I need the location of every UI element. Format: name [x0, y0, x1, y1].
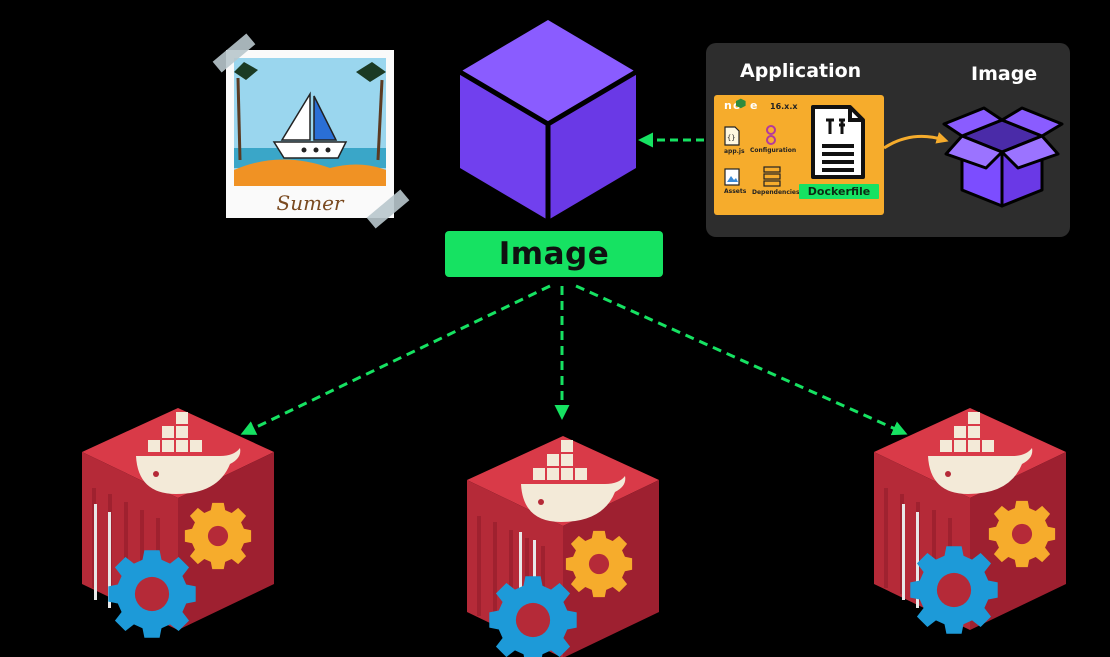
dockerfile-label: Dockerfile	[799, 184, 879, 199]
gear-icon	[489, 576, 577, 657]
build-arrow	[883, 132, 949, 150]
dependencies-icon	[763, 166, 781, 187]
assets-label: Assets	[724, 188, 747, 195]
gear-icon	[184, 502, 252, 570]
whale-icon	[136, 412, 241, 494]
configuration-label: Configuration	[750, 147, 797, 154]
config-icon	[766, 125, 776, 145]
image-node-label: Image	[445, 231, 663, 277]
gear-icon	[565, 530, 633, 598]
document-icon	[811, 105, 865, 179]
app-js-label: app.js	[724, 148, 745, 155]
whale-icon	[928, 412, 1033, 494]
whale-icon	[521, 440, 626, 522]
node-version: 16.x.x	[770, 102, 798, 111]
gear-icon	[988, 500, 1056, 568]
application-title: Application	[740, 60, 862, 82]
assets-icon	[724, 168, 740, 186]
docker-container-icon	[467, 436, 659, 657]
image-title: Image	[971, 63, 1038, 85]
docker-container-icon	[874, 408, 1066, 634]
polaroid-icon: Sumer	[212, 33, 410, 229]
js-file-icon: {}	[724, 126, 740, 146]
arrow-image-to-container-right	[575, 284, 908, 436]
image-cube-icon	[458, 20, 638, 220]
open-box-icon	[942, 106, 1064, 208]
gear-icon	[910, 546, 998, 634]
svg-text:n: n	[724, 99, 732, 112]
arrow-image-to-container-left	[240, 284, 551, 435]
docker-container-icon	[82, 408, 274, 638]
svg-text:e: e	[750, 99, 757, 112]
polaroid-caption: Sumer	[277, 191, 345, 215]
gear-icon	[108, 550, 196, 638]
node-logo-icon: n o e	[724, 98, 757, 112]
dependencies-label: Dependencies	[752, 189, 800, 196]
svg-text:{}: {}	[727, 134, 735, 142]
